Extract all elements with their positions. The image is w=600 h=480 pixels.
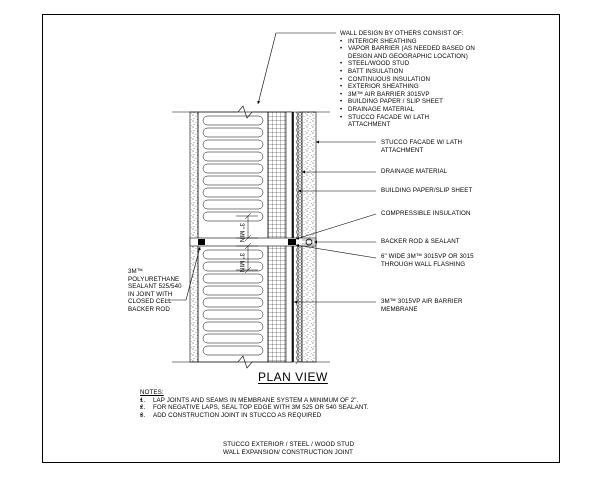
batt-loop — [202, 211, 264, 222]
batt-insulation — [197, 111, 269, 363]
list-item: STUCCO FACADE W/ LATH ATTACHMENT — [340, 114, 440, 129]
callout-air-barrier: 3M™ 3015VP AIR BARRIER MEMBRANE — [381, 298, 463, 313]
batt-loop — [202, 127, 264, 138]
expansion-joint — [189, 237, 317, 247]
list-item: 3. ADD CONSTRUCTION JOINT IN STUCCO AS RE… — [140, 412, 368, 420]
list-item: 2. FOR NEGATIVE LAPS, SEAL TOP EDGE WITH … — [140, 404, 368, 412]
dimension-lines — [236, 212, 258, 274]
list-item: DRAINAGE MATERIAL — [340, 106, 488, 114]
note-text: LAP JOINTS AND SEAMS IN MEMBRANE SYSTEM … — [153, 396, 359, 404]
drawing-border — [42, 14, 560, 463]
batt-loop — [202, 175, 264, 186]
note-number: 2. — [140, 404, 146, 412]
exterior-sheathing — [285, 111, 293, 363]
batt-loop — [202, 139, 264, 150]
list-item: EXTERIOR SHEATHING — [340, 83, 488, 91]
list-item: 1. LAP JOINTS AND SEAMS IN MEMBRANE SYSTE… — [140, 397, 368, 405]
notes-block: NOTES: 1. LAP JOINTS AND SEAMS IN MEMBRAN… — [140, 389, 368, 419]
note-text: ADD CONSTRUCTION JOINT IN STUCCO AS REQU… — [153, 411, 322, 419]
callout-stucco: STUCCO FACADE W/ LATH ATTACHMENT — [381, 139, 463, 154]
batt-loop — [202, 333, 264, 344]
list-item: BUILDING PAPER / SLIP SHEET — [340, 98, 488, 106]
callout-flashing: 6" WIDE 3M™ 3015VP OR 3015 THROUGH WALL … — [381, 253, 474, 268]
callout-polyurethane-sealant: 3M™ POLYURETHANE SEALANT 525/540 IN JOIN… — [128, 268, 182, 313]
list-item: BATT INSULATION — [340, 68, 488, 76]
interior-sheathing — [189, 111, 199, 363]
batt-loop — [202, 199, 264, 210]
batt-loop — [202, 249, 264, 260]
batt-loop — [202, 273, 264, 284]
batt-loop — [202, 321, 264, 332]
batt-loop — [202, 285, 264, 296]
wall-design-note: WALL DESIGN BY OTHERS CONSIST OF: INTERI… — [340, 30, 488, 129]
list-item: CONTINUOUS INSULATION — [340, 76, 488, 84]
list-item: INTERIOR SHEATHING — [340, 38, 488, 46]
list-item: STEEL/WOOD STUD — [340, 60, 488, 68]
callout-leaders — [166, 140, 377, 304]
note-number: 1. — [140, 396, 146, 404]
note-number: 3. — [140, 411, 146, 419]
list-item: VAPOR BARRIER (AS NEEDED BASED ON DESIGN… — [340, 45, 488, 60]
dimension-lower: 3" MIN — [238, 253, 245, 273]
stucco-facade — [301, 111, 317, 363]
notes-heading: NOTES: — [140, 389, 164, 396]
batt-loop — [202, 309, 264, 320]
batt-loop — [202, 345, 264, 356]
batt-loop — [202, 261, 264, 272]
callout-drainage: DRAINAGE MATERIAL — [381, 168, 448, 175]
callout-backer-rod: BACKER ROD & SEALANT — [381, 238, 460, 245]
wall-design-heading: WALL DESIGN BY OTHERS CONSIST OF: — [340, 30, 464, 37]
callout-building-paper: BUILDING PAPER/SLIP SHEET — [381, 187, 473, 194]
dimension-upper: 3" MIN — [238, 223, 245, 243]
notes-list: 1. LAP JOINTS AND SEAMS IN MEMBRANE SYSTE… — [140, 397, 368, 420]
list-item: 3M™ AIR BARRIER 3015VP — [340, 91, 488, 99]
continuous-insulation — [267, 111, 287, 363]
batt-loop — [202, 187, 264, 198]
callout-compressible-insulation: COMPRESSIBLE INSULATION — [381, 210, 471, 217]
wall-design-list: INTERIOR SHEATHING VAPOR BARRIER (AS NEE… — [340, 38, 488, 129]
note-text: FOR NEGATIVE LAPS, SEAL TOP EDGE WITH 3M… — [153, 404, 369, 412]
batt-loop — [202, 115, 264, 126]
batt-loop — [202, 297, 264, 308]
wall-design-leader — [257, 32, 336, 105]
batt-loop — [202, 151, 264, 162]
batt-loop — [202, 163, 264, 174]
plan-view-title: PLAN VIEW — [258, 370, 328, 384]
detail-title: STUCCO EXTERIOR / STEEL / WOOD STUD WALL… — [223, 441, 355, 456]
